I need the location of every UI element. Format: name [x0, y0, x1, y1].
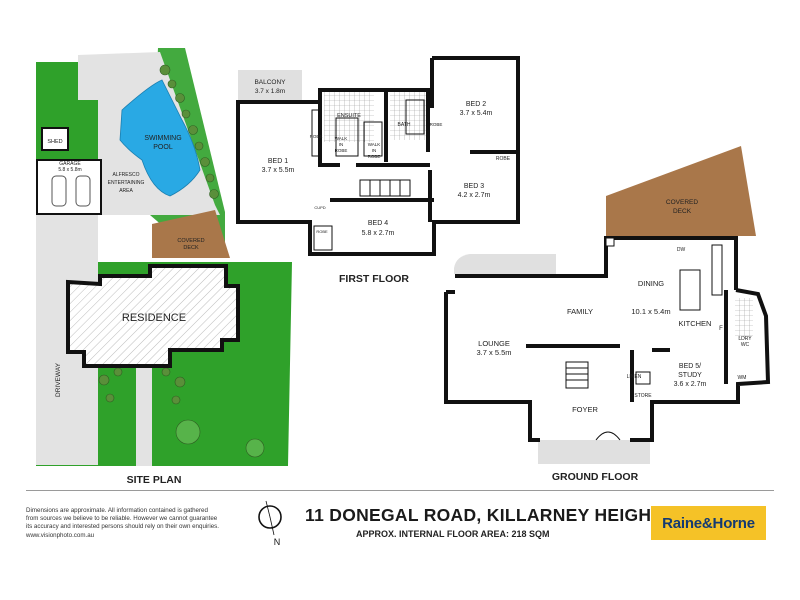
balcony-label: BALCONY: [254, 79, 286, 86]
first-floor-title: FIRST FLOOR: [339, 273, 409, 285]
floor-area-text: APPROX. INTERNAL FLOOR AREA: 218 SQM: [356, 529, 550, 539]
disclaimer-line: Dimensions are approximate. All informat…: [26, 507, 208, 514]
first-floor-plan: BALCONY 3.7 x 1.8m BED 1 3.7 x 5.5m ROBE…: [236, 56, 520, 285]
garden-path: [136, 350, 152, 466]
ldry-label-2: WC: [741, 342, 750, 348]
front-landing: [538, 440, 650, 464]
footer-divider: [26, 490, 774, 491]
walk-in-robe-2-c: ROBE: [368, 154, 381, 159]
shed-label: SHED: [47, 139, 62, 145]
ground-floor-walls: [444, 236, 771, 442]
shed: [41, 127, 69, 151]
walk-in-robe-2-a: WALK: [368, 142, 381, 147]
disclaimer-text: Dimensions are approximate. All informat…: [26, 507, 231, 540]
ground-floor-title: GROUND FLOOR: [552, 471, 639, 483]
robe-label-4: ROBE: [316, 229, 328, 234]
lounge-label: LOUNGE: [478, 339, 510, 348]
robe-label-3: ROBE: [496, 156, 511, 162]
kitchen-label: KITCHEN: [679, 319, 712, 328]
bed3-size-label: 4.2 x 2.7m: [458, 192, 491, 199]
pool-label-2: POOL: [153, 144, 173, 151]
site-plan-title: SITE PLAN: [127, 474, 182, 486]
laundry-floor: [735, 298, 753, 338]
lounge-size-label: 3.7 x 5.5m: [476, 348, 511, 357]
ldry-label-1: LDRY: [738, 336, 752, 342]
north-compass-icon: N: [258, 500, 282, 547]
balcony: [238, 70, 302, 100]
bed2-label: BED 2: [466, 101, 486, 108]
bed1-size-label: 3.7 x 5.5m: [262, 167, 295, 174]
bed5-size-label: 3.6 x 2.7m: [674, 381, 707, 388]
raine-horne-logo: Raine&Horne: [651, 506, 766, 540]
side-paving: [454, 254, 556, 274]
site-plan: SHED GARAGE 5.8 x 5.8m ALFRESCO ENTERTAI…: [36, 48, 292, 486]
bed5-label-2: STUDY: [678, 372, 702, 379]
ground-deck-label-1: COVERED: [666, 199, 698, 206]
disclaimer-line: from sources we believe to be reliable. …: [26, 515, 218, 523]
dining-label: DINING: [638, 279, 664, 288]
pool-label-1: SWIMMING: [144, 135, 181, 142]
bed4-label: BED 4: [368, 220, 388, 227]
cupd-label: CUPD: [314, 205, 325, 210]
site-covered-deck: [152, 210, 230, 258]
first-floor-walls: [236, 56, 520, 256]
compass-n-label: N: [274, 537, 281, 547]
alfresco-label-1: ALFRESCO: [113, 172, 140, 178]
store-label: STORE: [634, 393, 652, 399]
residence-label: RESIDENCE: [122, 312, 186, 324]
balcony-size-label: 3.7 x 1.8m: [255, 88, 285, 95]
robe-label-1: ROBE: [310, 134, 323, 139]
robe-label-2: ROBE: [430, 122, 443, 127]
walk-in-robe-1-a: WALK: [335, 136, 348, 141]
ground-floor-fixtures: [565, 237, 723, 441]
bed3-label: BED 3: [464, 183, 484, 190]
walk-in-robe-1-c: ROBE: [335, 148, 348, 153]
bed4-size-label: 5.8 x 2.7m: [362, 230, 395, 237]
foyer-label: FOYER: [572, 405, 598, 414]
residence-footprint: [66, 264, 240, 368]
walk-in-robe-1-b: IN: [339, 142, 344, 147]
bath-label: BATH: [398, 122, 411, 128]
f-label: F: [719, 326, 723, 332]
ground-deck-label-2: DECK: [673, 208, 692, 215]
bed2-size-label: 3.7 x 5.4m: [460, 110, 493, 117]
property-address: 11 DONEGAL ROAD, KILLARNEY HEIGHTS: [305, 505, 675, 525]
shrubs: [98, 64, 265, 458]
dining-size-label: 10.1 x 5.4m: [631, 307, 670, 316]
alfresco-label-2: ENTERTAINING: [108, 180, 145, 186]
bath-floor: [390, 92, 428, 140]
bed5-label-1: BED 5/: [679, 363, 701, 370]
site-deck-label-2: DECK: [183, 245, 199, 251]
ground-covered-deck: [606, 146, 756, 236]
garage-size-label: 5.8 x 5.8m: [58, 167, 81, 173]
disclaimer-line: its accuracy and interested persons shou…: [26, 523, 219, 531]
linen-label: LINEN: [627, 374, 642, 380]
ensuite-floor: [324, 92, 374, 142]
first-floor-fixtures: [311, 99, 425, 251]
website-text: www.visionphoto.com.au: [26, 531, 95, 539]
site-deck-label-1: COVERED: [177, 238, 204, 244]
dw-label: DW: [677, 247, 686, 253]
bed1-label: BED 1: [268, 158, 288, 165]
car-icons: [51, 175, 91, 207]
walk-in-robe-2-b: IN: [372, 148, 377, 153]
ensuite-label: ENSUITE: [337, 113, 361, 119]
driveway-label: DRIVEWAY: [55, 362, 62, 397]
garage-label: GARAGE: [59, 161, 81, 167]
wm-label: WM: [738, 375, 747, 381]
ground-floor-plan: COVERED DECK DW DINING 10.1 x 5.4m FAMIL…: [444, 146, 771, 483]
family-label: FAMILY: [567, 307, 593, 316]
swimming-pool: [119, 79, 201, 197]
alfresco-label-3: AREA: [119, 188, 133, 194]
